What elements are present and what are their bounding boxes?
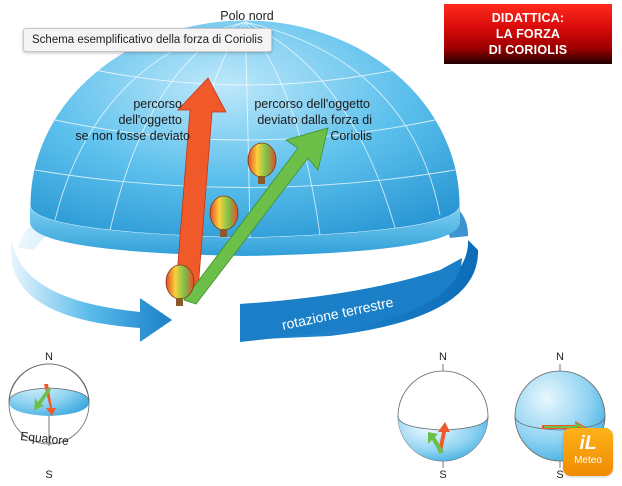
- red-arrow: [175, 77, 227, 291]
- sphere-northern: N Equatore S: [8, 351, 90, 481]
- rotation-ring-front: [240, 240, 479, 340]
- undeviated-label-1: percorso: [133, 97, 182, 111]
- sphere3-south: S: [556, 469, 563, 481]
- dome: [29, 19, 461, 239]
- rotation-swoosh-left: [11, 240, 172, 342]
- banner-line-3: DI CORIOLIS: [488, 43, 568, 57]
- banner-line-1: DIDATTICA:: [491, 11, 565, 25]
- balloon-bottom: [165, 264, 195, 306]
- sphere-southern: N S: [397, 351, 489, 481]
- balloon-top: [247, 142, 277, 184]
- sphere1-south: S: [45, 469, 52, 481]
- sphere2-north: N: [439, 351, 447, 363]
- undeviated-label-2: dell'oggetto: [118, 113, 182, 127]
- sphere2-south: S: [439, 469, 446, 481]
- title-banner: DIDATTICA: LA FORZA DI CORIOLIS: [444, 4, 612, 64]
- balloon-middle: [209, 195, 239, 237]
- rotation-band: [240, 258, 462, 342]
- banner-line-2: LA FORZA: [495, 27, 561, 41]
- ilmeteo-logo: iL Meteo: [563, 428, 613, 476]
- sphere1-north: N: [45, 351, 53, 363]
- tooltip: Schema esemplificativo della forza di Co…: [23, 28, 272, 52]
- green-arrow: [183, 127, 329, 305]
- equator-band: [30, 205, 460, 256]
- equator-label: Equatore: [20, 429, 70, 448]
- logo-text: Meteo: [574, 455, 602, 466]
- deviated-label-3: Coriolis: [330, 129, 372, 143]
- deviated-label-1: percorso dell'oggetto: [254, 97, 370, 111]
- deviated-label-2: deviato dalla forza di: [257, 113, 372, 127]
- logo-mark: iL: [579, 433, 597, 454]
- pole-label: Polo nord: [220, 9, 274, 23]
- undeviated-label-3: se non fosse deviato: [75, 129, 190, 143]
- sphere3-north: N: [556, 351, 564, 363]
